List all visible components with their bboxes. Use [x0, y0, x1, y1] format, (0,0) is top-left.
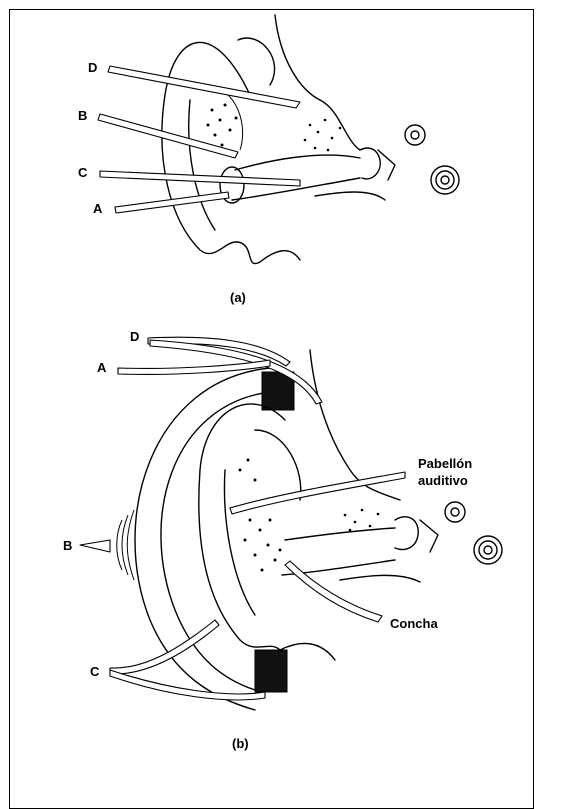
ear-pad-bottom	[255, 650, 287, 692]
label-a-a: A	[93, 201, 103, 216]
pointer-a-c	[100, 171, 300, 186]
annotation-auditivo: auditivo	[418, 473, 468, 488]
label-a-b: B	[78, 108, 87, 123]
pointer-a-a	[115, 192, 229, 213]
pointer-concha	[285, 561, 382, 622]
label-a-c: C	[78, 165, 88, 180]
diagram-a: D B C A (a)	[78, 15, 459, 305]
pointer-b-b	[80, 540, 110, 552]
label-b-a: A	[97, 360, 107, 375]
pointer-pabellon	[230, 472, 405, 514]
pointer-a-b	[98, 114, 238, 158]
diagram-b: D A B C Pabellón auditivo Concha (b)	[63, 329, 502, 751]
pointer-a-d	[108, 66, 300, 108]
annotation-pabellon: Pabellón	[418, 456, 472, 471]
label-b-d: D	[130, 329, 139, 344]
caption-a: (a)	[230, 290, 246, 305]
label-a-d: D	[88, 60, 97, 75]
caption-b: (b)	[232, 736, 249, 751]
label-b-b: B	[63, 538, 72, 553]
annotation-concha: Concha	[390, 616, 438, 631]
label-b-c: C	[90, 664, 100, 679]
ear-diagrams: D B C A (a)	[0, 0, 566, 757]
